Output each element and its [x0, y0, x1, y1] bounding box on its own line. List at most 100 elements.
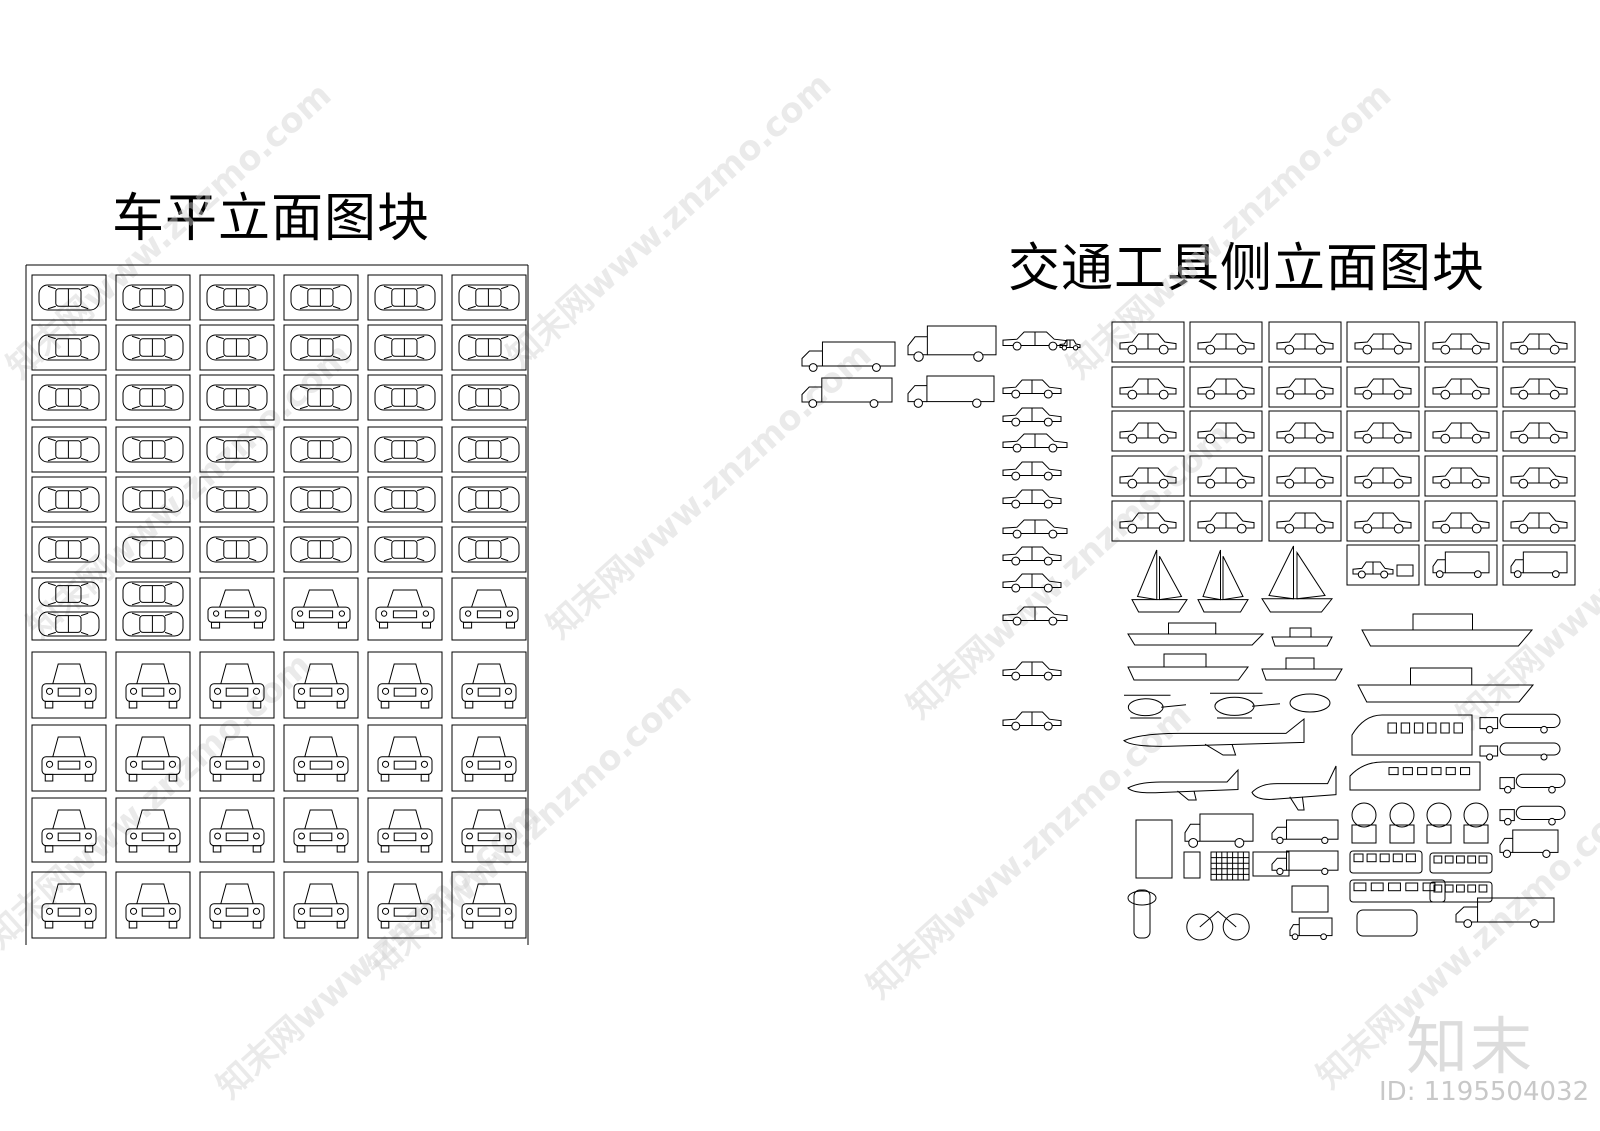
cell-frame: [451, 651, 527, 719]
car-side-view-icon: [1354, 512, 1412, 534]
small-car-side-icon: [1002, 546, 1062, 566]
watermark-text: 知末网www.znzmo.com: [1449, 425, 1600, 737]
car-grid-cell: [1268, 455, 1342, 497]
vehicle-block-cell: [31, 274, 107, 321]
vehicle-block-cell: [367, 871, 443, 939]
car-side-view-icon: [1510, 333, 1568, 355]
car-front-view-icon: [377, 809, 433, 853]
car-top-view-icon: [374, 436, 436, 463]
van-top-icon: [1356, 909, 1418, 937]
sailboat-icon: [1131, 549, 1188, 613]
vehicle-block-cell: [283, 577, 359, 641]
car-front-view-icon: [377, 736, 433, 782]
cell-frame: [1346, 544, 1420, 586]
cell-frame: [451, 871, 527, 939]
car-side-view-icon: [1510, 422, 1568, 444]
yacht-icon: [1127, 622, 1265, 646]
watermark-text: 知末网www.znzmo.com: [499, 65, 839, 377]
cell-frame: [199, 426, 275, 473]
vehicle-block-cell: [31, 476, 107, 523]
cell-frame: [115, 577, 191, 641]
cell-frame: [283, 476, 359, 523]
cell-frame: [283, 274, 359, 321]
cell-frame: [367, 526, 443, 573]
cell-frame: [1424, 544, 1498, 586]
car-top-view-icon: [458, 384, 520, 411]
cell-frame: [1268, 410, 1342, 452]
vehicle-block-cell: [283, 274, 359, 321]
cell-frame: [1189, 455, 1263, 497]
car-side-view-icon: [1119, 422, 1177, 444]
cell-frame: [1502, 455, 1576, 497]
car-top-view-icon: [122, 611, 184, 637]
vehicle-block-cell: [115, 426, 191, 473]
truck-side-view-icon: [907, 375, 995, 408]
vehicle-block-cell: [367, 426, 443, 473]
helicopter-icon: [1210, 692, 1281, 719]
car-grid-cell: [1502, 410, 1576, 452]
car-grid-cell: [1189, 500, 1263, 542]
vehicle-block-cell: [199, 426, 275, 473]
car-grid-cell: [1111, 455, 1185, 497]
cell-frame: [115, 651, 191, 719]
cell-frame: [367, 426, 443, 473]
cell-frame: [1346, 321, 1420, 363]
vehicle-block-cell: [199, 274, 275, 321]
vehicle-block-cell: [199, 476, 275, 523]
cell-frame: [31, 274, 107, 321]
cell-frame: [199, 374, 275, 421]
tanker-truck-icon: [1499, 805, 1566, 826]
car-grid-cell: [1268, 500, 1342, 542]
car-front-view-icon: [461, 883, 517, 929]
car-front-view-icon: [41, 663, 97, 709]
vehicle-block-cell: [451, 871, 527, 939]
vehicle-block-cell: [367, 526, 443, 573]
car-front-view-icon: [293, 809, 349, 853]
vehicle-block-cell: [451, 374, 527, 421]
cell-frame: [1424, 410, 1498, 452]
cell-frame: [451, 526, 527, 573]
car-grid-cell: [1268, 366, 1342, 408]
cell-frame: [115, 324, 191, 371]
vehicle-block-cell: [283, 324, 359, 371]
car-top-view-icon: [374, 384, 436, 411]
vehicle-block-cell: [451, 274, 527, 321]
cell-frame: [367, 651, 443, 719]
vehicle-block-cell: [367, 797, 443, 863]
car-top-view-icon: [206, 486, 268, 513]
vehicle-block-cell: [199, 797, 275, 863]
car-top-view-icon: [374, 536, 436, 563]
car-front-view-icon: [125, 809, 181, 853]
sailboat-icon: [1197, 549, 1249, 613]
cell-frame: [1268, 500, 1342, 542]
car-grid-cell: [1189, 455, 1263, 497]
vehicle-block-cell: [31, 797, 107, 863]
car-grid-cell: [1111, 410, 1185, 452]
cell-frame: [451, 274, 527, 321]
cell-frame: [115, 724, 191, 792]
cell-frame: [115, 274, 191, 321]
car-top-view-icon: [290, 284, 352, 311]
car-side-view-icon: [1510, 467, 1568, 489]
propeller-plane-icon: [1127, 768, 1239, 801]
image-id-label: ID: 1195504032: [1379, 1077, 1590, 1107]
vehicle-block-cell: [367, 476, 443, 523]
truck-front-icon: [1463, 802, 1489, 844]
vehicle-block-cell: [199, 577, 275, 641]
watermark-text: 知末网www.znzmo.com: [209, 795, 549, 1107]
car-side-view-icon: [1276, 333, 1334, 355]
car-grid-cell: [1346, 321, 1420, 363]
vehicle-block-cell: [199, 374, 275, 421]
watermark-text: 知末网www.znzmo.com: [859, 695, 1199, 1007]
cell-frame: [1189, 366, 1263, 408]
car-top-view-icon: [122, 334, 184, 361]
vehicle-block-cell: [115, 526, 191, 573]
cell-frame: [367, 797, 443, 863]
cell-frame: [367, 871, 443, 939]
car-top-view-icon: [290, 486, 352, 513]
truck-side-view-icon: [907, 325, 997, 362]
car-top-view-icon: [38, 486, 100, 513]
small-car-side-icon: [1002, 433, 1068, 453]
cell-frame: [1346, 410, 1420, 452]
